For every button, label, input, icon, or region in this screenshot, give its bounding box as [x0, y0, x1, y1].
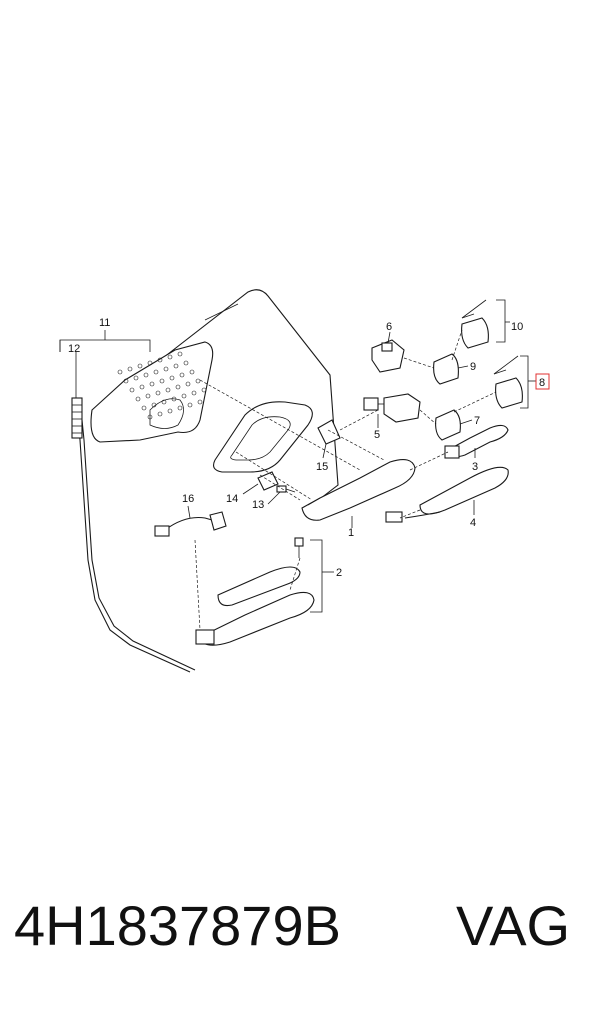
callout-8-highlight: [535, 373, 550, 390]
callout-10: 10: [511, 321, 523, 333]
bracket-6: [371, 339, 405, 373]
carrier-hole: [173, 363, 179, 369]
callout-14: 14: [226, 493, 238, 505]
sensor-16: [154, 511, 227, 537]
handle-4: [385, 466, 509, 523]
carrier-hole: [127, 366, 133, 372]
brand-name: VAG: [456, 894, 571, 957]
cap-10: [461, 299, 489, 349]
carrier-hole: [159, 378, 165, 384]
carrier-hole: [167, 408, 173, 414]
callout-12: 12: [68, 343, 80, 355]
cap-9: [433, 353, 459, 385]
callout-5: 5: [374, 429, 380, 441]
carrier-hole: [177, 351, 183, 357]
cap-7: [435, 409, 461, 441]
carrier-hole: [197, 399, 203, 405]
callout-8: 8: [539, 377, 545, 389]
carrier-hole: [139, 384, 145, 390]
carrier-hole: [143, 372, 149, 378]
carrier-hole: [187, 402, 193, 408]
assembly-dashed-lines: [194, 329, 497, 631]
carrier-hole: [129, 387, 135, 393]
carrier-hole: [169, 375, 175, 381]
gasket-13: [257, 471, 279, 491]
door-panel: [149, 289, 339, 506]
handle-3: [444, 424, 509, 459]
callout-15: 15: [316, 461, 328, 473]
callout-16: 16: [182, 493, 194, 505]
carrier-hole: [181, 393, 187, 399]
callout-2: 2: [336, 567, 342, 579]
carrier-hole: [155, 390, 161, 396]
callout-3: 3: [472, 461, 478, 473]
callout-1: 1: [348, 527, 354, 539]
carrier-hole: [133, 375, 139, 381]
handle-2-upper: [217, 566, 301, 607]
part-number: 4H1837879B: [14, 894, 341, 957]
carrier-hole: [177, 405, 183, 411]
carrier-hole: [189, 369, 195, 375]
bowden-cable: [71, 397, 196, 673]
carrier-hole: [195, 378, 201, 384]
carrier-hole: [117, 369, 123, 375]
carrier-hole: [135, 396, 141, 402]
callout-6: 6: [386, 321, 392, 333]
callout-4: 4: [470, 517, 476, 529]
carrier-hole: [153, 369, 159, 375]
carrier-hole: [157, 411, 163, 417]
carrier-hole: [167, 354, 173, 360]
screw-13: [276, 485, 296, 493]
leader-lines: [59, 299, 536, 613]
cap-8: [493, 355, 523, 409]
carrier-hole: [147, 360, 153, 366]
carrier-hole: [165, 387, 171, 393]
escutcheon: [213, 401, 313, 473]
carrier-hole: [175, 384, 181, 390]
handle-carrier: [90, 341, 214, 443]
carrier-hole: [183, 360, 189, 366]
callout-labels: 1 2 3 4 5 6 7 8 9 10 11 12 13 14 15 16: [68, 317, 545, 579]
carrier-hole: [179, 372, 185, 378]
callout-7: 7: [474, 415, 480, 427]
callout-9: 9: [470, 361, 476, 373]
carrier-hole: [163, 366, 169, 372]
carrier-hole: [145, 393, 151, 399]
seal-15: [317, 419, 341, 445]
carrier-hole: [201, 387, 207, 393]
carrier-hole: [141, 405, 147, 411]
carrier-hole: [149, 381, 155, 387]
handle-2-lower: [195, 591, 315, 646]
callout-11: 11: [99, 317, 110, 329]
carrier-hole: [123, 378, 129, 384]
callout-13: 13: [252, 499, 264, 511]
carrier-hole: [137, 363, 143, 369]
carrier-hole: [185, 381, 191, 387]
screw-2: [294, 537, 304, 558]
handle-1: [301, 459, 416, 521]
carrier-hole: [157, 357, 163, 363]
lock-cylinder-5: [363, 393, 421, 423]
carrier-hole: [191, 390, 197, 396]
